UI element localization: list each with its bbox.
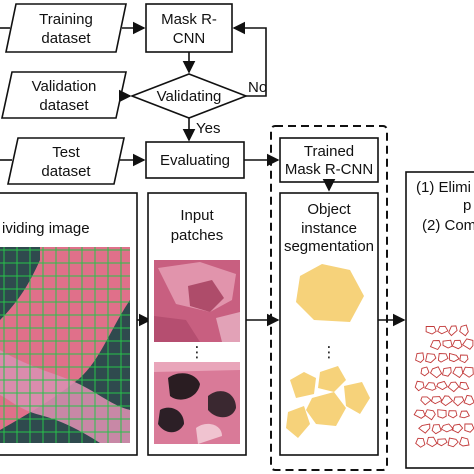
cell-outline xyxy=(440,395,454,407)
patch-image-2 xyxy=(154,362,240,444)
cell-outline xyxy=(451,339,463,350)
cell-outline xyxy=(440,423,455,433)
cell-outline xyxy=(452,366,464,379)
mask-shape-5 xyxy=(286,406,310,438)
input-patches-line1: Input xyxy=(180,207,214,224)
mask-shape-3 xyxy=(306,392,346,426)
cell-outline xyxy=(420,366,430,377)
cell-outline xyxy=(437,409,447,419)
cell-outline xyxy=(415,437,426,448)
cell-outline xyxy=(458,436,470,447)
cell-outline xyxy=(463,394,474,406)
cell-outline xyxy=(425,325,437,335)
segmentation-ellipsis: ⋮ xyxy=(322,344,337,361)
cell-outline xyxy=(448,410,458,419)
cell-outline xyxy=(447,437,459,448)
cell-outline xyxy=(414,380,425,392)
trained-line2: Mask R-CNN xyxy=(285,161,373,178)
mask-rcnn-node: Mask R- CNN xyxy=(145,3,233,53)
validating-label: Validating xyxy=(157,88,222,105)
mask-shape-1 xyxy=(290,372,316,398)
cell-outline xyxy=(441,366,452,377)
validating-decision-node: Validating xyxy=(129,73,249,119)
mask-shape-2 xyxy=(318,366,346,392)
cell-outline xyxy=(437,325,449,335)
cell-outline xyxy=(436,380,448,391)
dividing-image-label: ividing image xyxy=(2,220,90,237)
post-processing-panel: (1) Elimi p (2) Com xyxy=(405,171,474,469)
cell-outline xyxy=(449,352,460,363)
trained-line1: Trained xyxy=(304,143,354,160)
validation-dataset-node: Validation dataset xyxy=(1,71,127,119)
cell-outline xyxy=(448,325,458,337)
cell-outline xyxy=(429,366,443,379)
cell-outline xyxy=(426,436,438,448)
evaluating-node: Evaluating xyxy=(145,141,245,179)
cell-outlines xyxy=(413,324,474,448)
segmentation-line1: Object xyxy=(307,201,351,218)
dividing-image-panel: ividing image xyxy=(0,192,138,456)
mask-shape-large xyxy=(296,264,364,322)
cell-outline xyxy=(459,410,470,419)
patches-ellipsis: ⋮ xyxy=(190,344,205,361)
tissue-lower-region xyxy=(0,350,130,443)
post-line1: (1) Elimi xyxy=(416,179,471,196)
post-line2: p xyxy=(463,197,471,214)
training-dataset-line2: dataset xyxy=(41,30,91,47)
segmentation-line2: instance xyxy=(301,220,357,237)
no-label: No xyxy=(248,79,267,96)
cell-outline xyxy=(424,382,437,391)
patch-grid xyxy=(0,247,130,443)
cell-outline xyxy=(453,396,465,407)
cell-outline xyxy=(431,424,442,435)
cell-outline xyxy=(424,409,436,421)
cell-outline xyxy=(447,381,460,393)
input-patches-line2: patches xyxy=(171,227,224,244)
evaluating-label: Evaluating xyxy=(160,152,230,169)
cell-outline xyxy=(459,354,469,364)
training-dataset-node: Training dataset xyxy=(5,3,127,53)
cell-outline xyxy=(459,324,469,337)
validation-dataset-line1: Validation xyxy=(32,78,97,95)
cell-outline xyxy=(418,423,431,434)
mask-rcnn-line1: Mask R- xyxy=(161,11,217,28)
test-dataset-line2: dataset xyxy=(41,163,91,180)
cell-outline xyxy=(437,353,449,363)
cell-outline xyxy=(437,438,448,447)
cell-outline xyxy=(461,338,474,350)
mask-rcnn-line2: CNN xyxy=(173,30,206,47)
cell-outline xyxy=(459,381,470,391)
trained-model-node: Trained Mask R-CNN xyxy=(279,137,379,183)
mask-shape-4 xyxy=(344,382,370,414)
validation-dataset-line2: dataset xyxy=(39,97,89,114)
post-line3: (2) Com xyxy=(422,217,474,234)
segmentation-line3: segmentation xyxy=(284,238,374,255)
cell-outline xyxy=(420,396,432,406)
patch-image-1 xyxy=(154,260,240,342)
input-patches-panel: Input patches ⋮ xyxy=(147,192,247,456)
cell-outline xyxy=(430,396,443,405)
training-dataset-line1: Training xyxy=(39,11,93,28)
test-dataset-line1: Test xyxy=(52,144,80,161)
cell-outline xyxy=(429,340,442,351)
test-dataset-node: Test dataset xyxy=(7,137,125,185)
cell-outline xyxy=(425,353,437,364)
yes-label: Yes xyxy=(196,120,220,137)
cell-outline xyxy=(413,409,426,419)
cell-outline xyxy=(464,423,474,433)
cell-outline xyxy=(415,352,425,363)
trained-model-dashed-region xyxy=(270,125,388,471)
arrow-no-loop xyxy=(232,21,267,97)
cell-outline xyxy=(462,366,474,378)
cell-outline xyxy=(442,339,453,349)
segmentation-panel: Object instance segmentation ⋮ xyxy=(279,192,379,456)
cell-outline xyxy=(451,423,464,434)
